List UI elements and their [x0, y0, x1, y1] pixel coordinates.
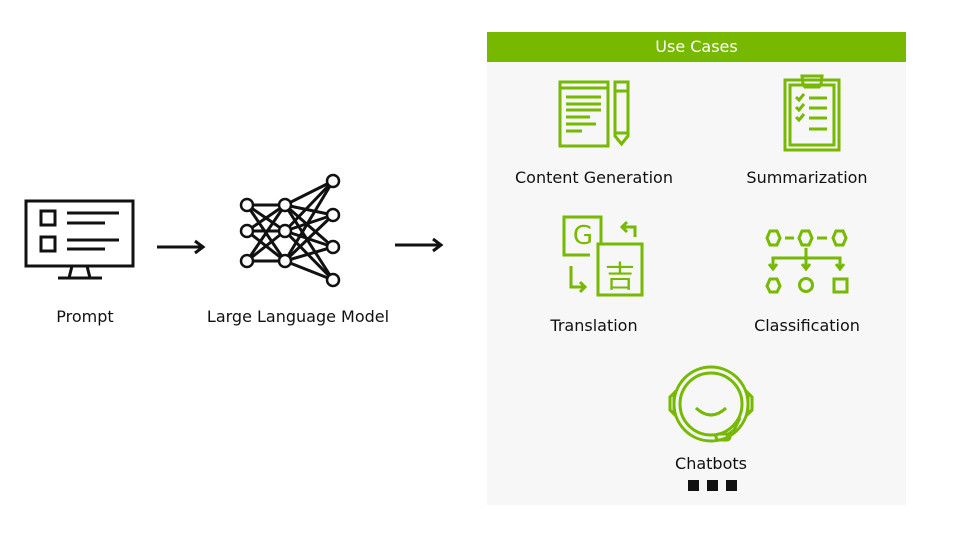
use-case-classification: Classification [754, 316, 860, 335]
svg-text:吉: 吉 [605, 260, 635, 295]
nn-node [239, 197, 255, 213]
nn-edge [283, 179, 335, 233]
clipboard-checklist-icon [783, 74, 841, 152]
nn-node [325, 207, 341, 223]
llm-label: Large Language Model [206, 307, 390, 326]
nn-node [325, 173, 341, 189]
nn-edge [246, 229, 286, 263]
nn-node [277, 223, 293, 239]
use-cases-panel: Use Cases [487, 32, 906, 505]
use-case-translation: Translation [550, 316, 638, 335]
translate-icon: G 吉 [562, 215, 644, 297]
nn-edge [284, 245, 334, 263]
document-pencil-icon [558, 80, 630, 148]
nn-edge [284, 259, 334, 282]
svg-text:G: G [573, 221, 593, 251]
arrow-right-icon [157, 239, 206, 255]
hierarchy-sort-icon [765, 229, 849, 294]
nn-edge [284, 203, 334, 249]
monitor-form-icon [24, 199, 135, 280]
neural-network-icon [239, 173, 341, 288]
nn-edge [284, 203, 334, 217]
nn-node [239, 253, 255, 269]
use-case-content-generation: Content Generation [515, 168, 673, 187]
nn-edge [246, 203, 286, 233]
use-cases-title: Use Cases [487, 32, 906, 62]
nn-node [325, 239, 341, 255]
nn-edge [283, 180, 335, 262]
nn-edge [283, 204, 335, 281]
nn-edge [245, 204, 287, 262]
headset-icon [668, 365, 754, 443]
nn-edge [284, 179, 334, 207]
nn-node [325, 272, 341, 288]
nn-node [277, 197, 293, 213]
arrow-right-icon [395, 237, 444, 253]
nn-node [239, 223, 255, 239]
use-case-summarization: Summarization [746, 168, 868, 187]
nn-node [277, 253, 293, 269]
nn-edge [283, 213, 335, 263]
prompt-label: Prompt [56, 307, 114, 326]
use-case-chatbots: Chatbots [675, 454, 747, 473]
